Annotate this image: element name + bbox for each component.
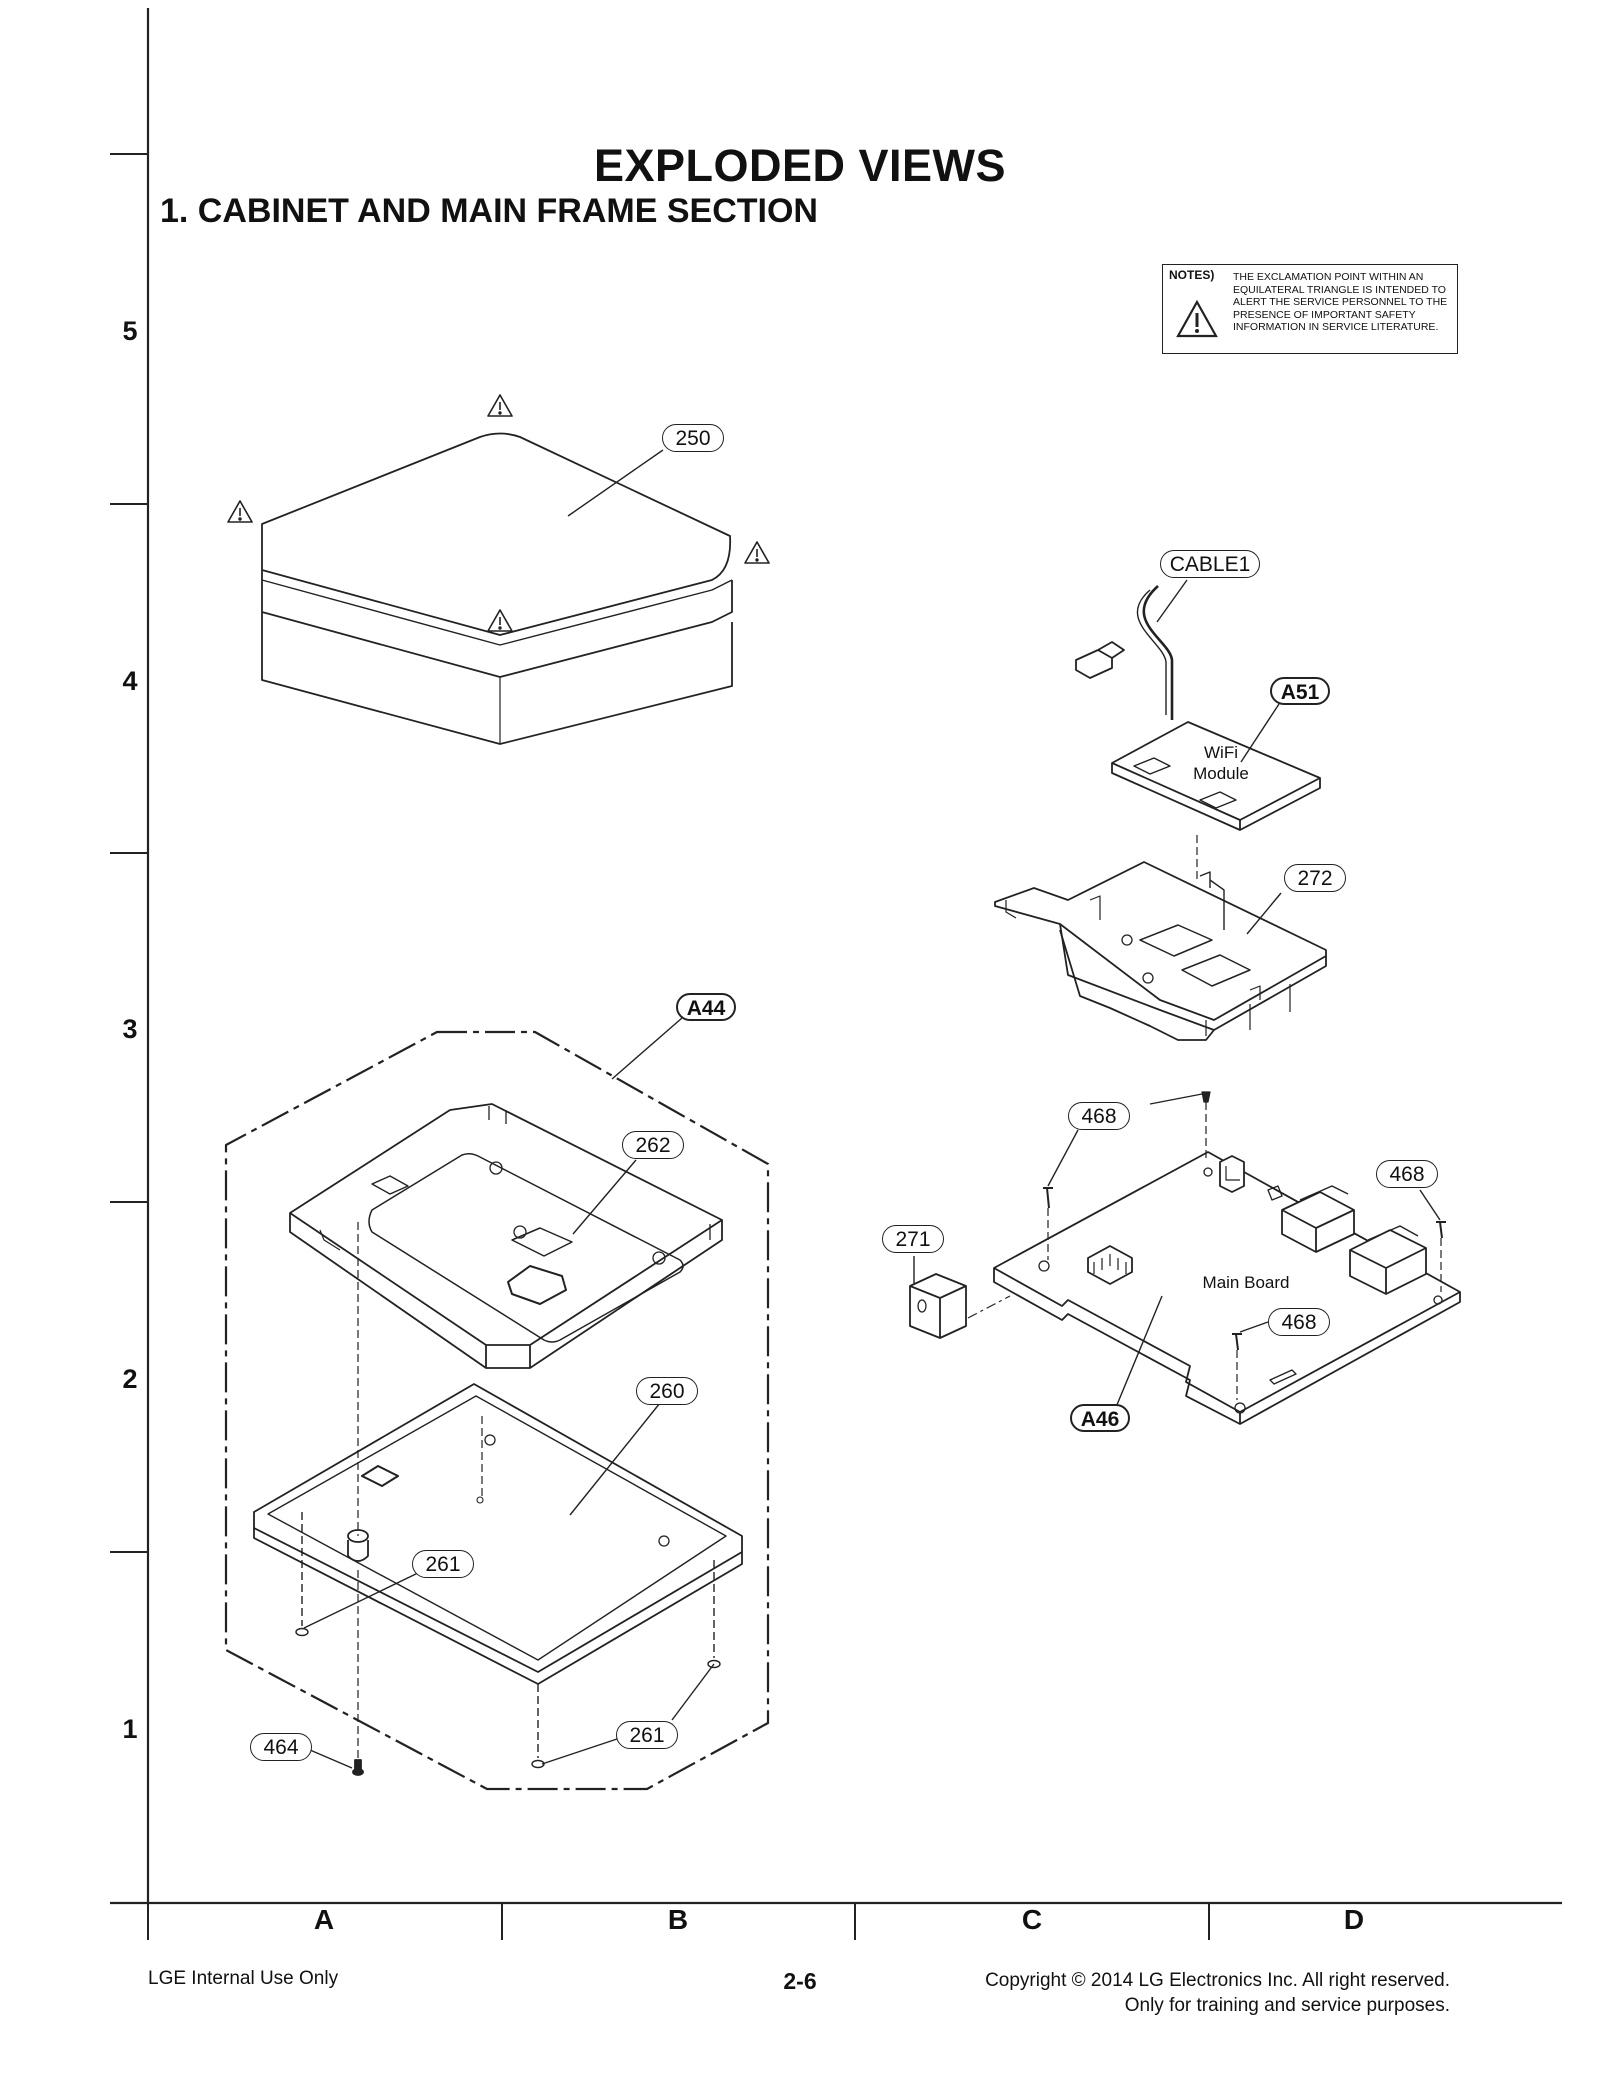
grid-row-label: 4 <box>122 666 138 696</box>
grid-row-label: 5 <box>122 316 138 346</box>
callout-262: 262 <box>622 1131 684 1159</box>
grid-row-label: 1 <box>122 1714 138 1744</box>
part-a46-main-board <box>993 1151 1461 1425</box>
section-title: 1. CABINET AND MAIN FRAME SECTION <box>160 192 818 230</box>
grid-row-ticks <box>110 153 148 1553</box>
page-title: EXPLODED VIEWS <box>593 140 1007 191</box>
callout-a51: A51 <box>1270 677 1330 705</box>
grid-row-label: 2 <box>122 1364 138 1394</box>
callout-468: 468 <box>1376 1160 1438 1188</box>
notes-label: NOTES) <box>1169 268 1215 282</box>
grid-row-label: 3 <box>122 1014 138 1044</box>
notes-text: THE EXCLAMATION POINT WITHIN AN EQUILATE… <box>1233 271 1448 333</box>
part-261-feet <box>295 1512 721 1769</box>
wifi-label-line1: WiFi <box>1204 743 1238 762</box>
grid-column-ticks <box>147 1903 1210 1940</box>
part-271-block <box>909 1256 1011 1339</box>
warning-triangle-icon <box>227 394 770 632</box>
callout-272: 272 <box>1284 864 1346 892</box>
callout-261: 261 <box>412 1550 474 1578</box>
copyright-line1: Copyright © 2014 LG Electronics Inc. All… <box>985 1970 1450 1991</box>
callout-cable1: CABLE1 <box>1160 550 1260 578</box>
callout-464: 464 <box>250 1733 312 1761</box>
callout-a46: A46 <box>1070 1404 1130 1432</box>
part-a51-wifi-module <box>1111 721 1321 831</box>
footer-internal-use: LGE Internal Use Only <box>148 1968 339 1989</box>
copyright-line2: Only for training and service purposes. <box>1124 1995 1450 2016</box>
callout-271: 271 <box>882 1225 944 1253</box>
callout-468: 468 <box>1268 1308 1330 1336</box>
callout-260: 260 <box>636 1377 698 1405</box>
part-262-plate <box>289 1103 723 1369</box>
page-number: 2-6 <box>783 1968 817 1994</box>
grid-column-label: B <box>667 1904 689 1935</box>
footer-copyright: Copyright © 2014 LG Electronics Inc. All… <box>985 1968 1450 2018</box>
wifi-module-label: WiFi Module <box>1176 742 1266 784</box>
part-468-screws <box>1043 1091 1446 1400</box>
warning-triangle-icon <box>1176 299 1218 338</box>
main-board-label: Main Board <box>1202 1273 1290 1292</box>
grid-column-label: C <box>1021 1904 1043 1935</box>
grid-column-label: A <box>313 1904 335 1935</box>
callout-250: 250 <box>662 424 724 452</box>
callout-a44: A44 <box>676 993 736 1021</box>
callout-468: 468 <box>1068 1102 1130 1130</box>
part-cable1 <box>1075 585 1174 720</box>
part-272-frame <box>994 861 1327 1041</box>
part-a44-assembly-outline <box>224 1030 770 1791</box>
grid-column-label: D <box>1343 1904 1365 1935</box>
part-260-base <box>253 1383 743 1685</box>
safety-notes-box: NOTES) THE EXCLAMATION POINT WITHIN AN E… <box>1162 264 1458 354</box>
part-464-screw <box>309 1222 483 1776</box>
part-250-cover <box>261 432 733 745</box>
wifi-label-line2: Module <box>1193 764 1249 783</box>
callout-261: 261 <box>616 1721 678 1749</box>
